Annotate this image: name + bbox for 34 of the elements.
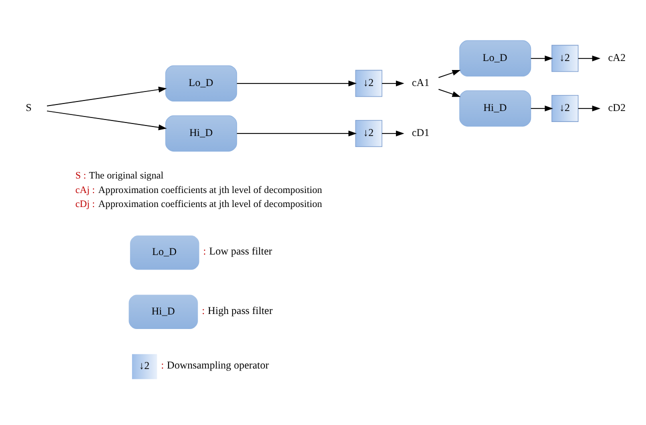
- node-text: cA1: [412, 78, 430, 89]
- node-text: S: [26, 102, 32, 114]
- arrow: [578, 56, 600, 62]
- arrow: [438, 88, 461, 97]
- arrow: [578, 106, 600, 112]
- node-label: : Low pass filter: [203, 246, 272, 258]
- node-box: ↓2: [132, 354, 158, 380]
- node-box: ↓2: [552, 44, 578, 72]
- arrow: [438, 70, 461, 78]
- node-box: ↓2: [355, 70, 382, 97]
- label: cDj : Approximation coefficients at jth level of decomposition: [75, 199, 322, 210]
- node-box: Lo_D: [130, 236, 200, 270]
- arrow: [382, 80, 404, 86]
- arrow: [236, 80, 357, 86]
- arrow: [530, 56, 554, 62]
- node-text: cD2: [608, 102, 626, 114]
- arrow: [46, 86, 167, 106]
- label: S : The original signal: [75, 170, 164, 182]
- node-box: Lo_D: [459, 40, 532, 77]
- arrow: [46, 110, 167, 130]
- arrow: [236, 130, 357, 136]
- arrow: [382, 130, 404, 136]
- arrow: [530, 106, 554, 112]
- node-box: Hi_D: [459, 90, 532, 127]
- node-text: cD1: [412, 128, 430, 139]
- node-box: Hi_D: [128, 294, 198, 330]
- node-box: ↓2: [355, 120, 382, 147]
- node-text: cA2: [608, 52, 626, 64]
- node-label: : Downsampling operator: [161, 360, 269, 372]
- node-box: ↓2: [552, 94, 578, 122]
- node-box: Lo_D: [165, 65, 238, 102]
- label: cAj : Approximation coefficients at jth level of decomposition: [75, 184, 322, 196]
- node-box: Hi_D: [165, 115, 238, 152]
- node-label: : High pass filter: [202, 306, 273, 317]
